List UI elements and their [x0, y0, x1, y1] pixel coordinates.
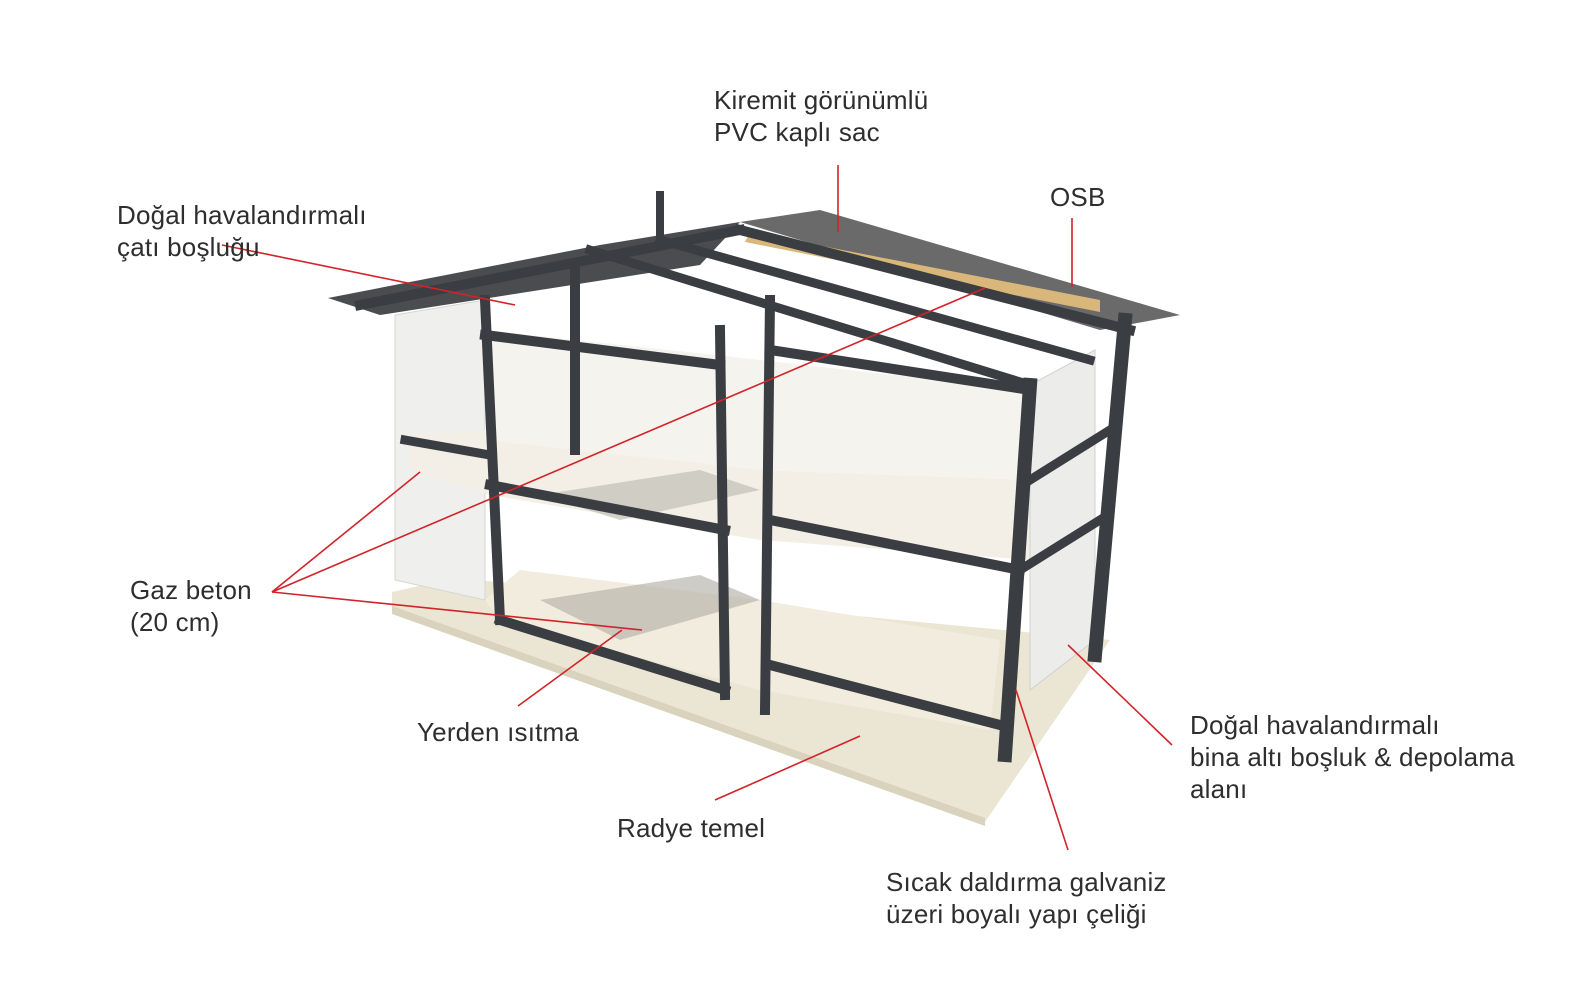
leader-raft — [714, 735, 861, 801]
label-osb: OSB — [1050, 181, 1106, 213]
label-line: Doğal havalandırmalı — [117, 200, 367, 230]
leader-aac-2 — [271, 287, 986, 593]
floor-heating-mesh — [540, 575, 760, 640]
raft-foundation-edge — [392, 606, 985, 826]
label-floor-heating: Yerden ısıtma — [417, 716, 579, 748]
label-line: Yerden ısıtma — [417, 717, 580, 747]
label-line: alanı — [1190, 774, 1248, 804]
steel-frame — [354, 191, 1137, 763]
label-line: OSB — [1050, 182, 1106, 212]
label-line: Doğal havalandırmalı — [1190, 710, 1440, 740]
label-line: (20 cm) — [130, 607, 220, 637]
label-steel: Sıcak daldırma galvaniz üzeri boyalı yap… — [886, 866, 1167, 930]
label-line: Kiremit görünümlü — [714, 85, 929, 115]
leader-aac-3 — [271, 591, 643, 631]
leader-lines — [221, 165, 1173, 851]
label-line: Gaz beton — [130, 575, 252, 605]
label-crawl-space: Doğal havalandırmalı bina altı boşluk & … — [1190, 709, 1515, 805]
label-line: Sıcak daldırma galvaniz — [886, 867, 1167, 897]
right-wall — [1029, 349, 1096, 692]
label-line: Radye temel — [617, 813, 766, 843]
leader-crawl — [1067, 644, 1173, 746]
leader-aac-1 — [271, 471, 421, 593]
label-line: bina altı boşluk & depolama — [1190, 742, 1515, 772]
label-roof-cover: Kiremit görünümlü PVC kaplı sac — [714, 84, 928, 148]
leader-steel — [1015, 689, 1069, 851]
leader-floor-heating — [517, 629, 623, 707]
label-aac: Gaz beton (20 cm) — [130, 574, 252, 638]
label-line: PVC kaplı sac — [714, 117, 880, 147]
label-attic: Doğal havalandırmalı çatı boşluğu — [117, 199, 367, 263]
label-raft: Radye temel — [617, 812, 765, 844]
leader-attic — [221, 244, 516, 306]
label-line: çatı boşluğu — [117, 232, 260, 262]
label-line: üzeri boyalı yapı çeliği — [886, 899, 1147, 929]
